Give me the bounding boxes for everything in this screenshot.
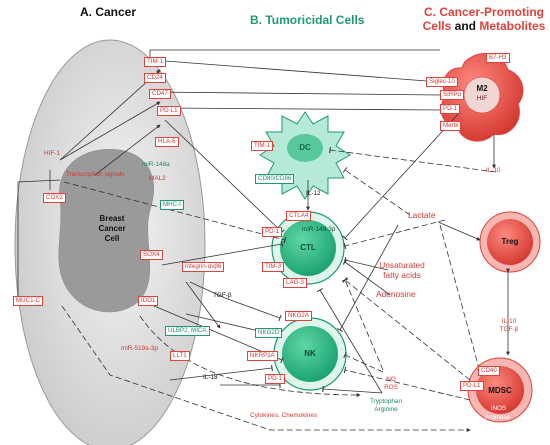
m2-label: M2: [476, 84, 488, 93]
lactate-label: Lactate: [408, 210, 436, 220]
cancer-cell-label-3: Cell: [104, 234, 120, 243]
m2-pd1-marker: PD-1: [440, 104, 461, 114]
cox2-marker: COX2: [43, 193, 66, 203]
cd24-marker: CD24: [144, 73, 166, 83]
ctl-label: CTL: [300, 243, 316, 252]
dc-cd80-marker: CD80/CD86: [255, 174, 295, 184]
m2-il10-label: IL-10: [486, 167, 501, 174]
ulbp2-mica-marker: ULBP2, MICA: [165, 326, 210, 336]
ido1-marker: IDO1: [138, 296, 159, 306]
transcription-signals-label: Transcription signals: [66, 171, 125, 178]
hif1-label: HIF-1: [44, 150, 60, 157]
il12-label: IL-12: [306, 190, 321, 197]
tgfb-label: TGF-β: [213, 292, 232, 299]
mertk-marker: Mertk: [440, 121, 462, 131]
arginase-label: Arginase: [485, 414, 511, 421]
b7h3-marker: B7-H3: [486, 53, 510, 63]
treg-tgfb-label: TGF-β: [499, 326, 519, 333]
no-ros-label: NO ROS: [380, 376, 402, 392]
tryptophan-arginine-label: Tryptophan Arginine: [366, 398, 406, 414]
header-promoting-line1: C. Cancer-Promoting: [423, 5, 544, 19]
lag3-marker: LAG-3: [283, 278, 307, 288]
mhc1-marker: MHC-I: [160, 200, 184, 210]
tim1-marker: TIM-1: [144, 57, 167, 67]
nkg2a-marker: NKG2A: [285, 311, 312, 321]
ctl-nucleus: [280, 220, 336, 276]
inos-label: iNOS: [491, 405, 507, 412]
nkg2d-marker: NKG2D: [255, 328, 283, 338]
mdsc-label: MDSC: [488, 386, 512, 395]
cd40-marker: CD40: [478, 366, 500, 376]
siglec10-marker: Siglec-10: [426, 77, 458, 87]
header-promoting-line2: Cells and Metabolites: [420, 19, 548, 33]
header-cancer: A. Cancer: [80, 5, 137, 19]
mal2-label: MAL2: [149, 175, 166, 182]
header-promoting-and: and: [454, 19, 476, 33]
treg-label: Treg: [501, 237, 519, 246]
cancer-cell-label-2: Cancer: [98, 224, 126, 233]
adenosine-label: Adenosine: [376, 289, 416, 299]
mir519a-label: miR-519a-3p: [121, 345, 158, 352]
mdsc-nucleus: [476, 366, 524, 414]
ros-label: ROS: [384, 384, 398, 391]
sox4-marker: SOX4: [140, 250, 163, 260]
pdl1-marker: PD-L1: [157, 106, 181, 116]
dc-tim1-marker: TIM-1: [251, 141, 274, 151]
mdsc-pdl1-marker: PD-L1: [460, 381, 484, 391]
cytokines-chemokines-label: Cytokines, Chemokines: [250, 412, 318, 419]
nkrp1a-marker: NKRP1A: [247, 351, 278, 361]
arginine-label: Arginine: [374, 406, 398, 413]
tryptophan-label: Tryptophan: [369, 398, 403, 405]
dc-nucleus: [287, 134, 323, 162]
llt1-marker: LLT1: [170, 351, 190, 361]
il18-label: IL-18: [203, 374, 218, 381]
header-cancer-promoting: C. Cancer-Promoting Cells and Metabolite…: [420, 5, 548, 33]
header-tumoricidal: B. Tumoricidal Cells: [250, 13, 365, 27]
no-label: NO: [386, 376, 396, 383]
integrin-marker: Integrin-αvβ6: [182, 262, 225, 272]
muc1c-marker: MUC1-C: [13, 296, 44, 306]
unsaturated-fatty-acids-label: Unsaturated fatty acids: [370, 260, 434, 280]
header-promoting-cells: Cells: [422, 19, 452, 33]
header-promoting-metabolites: Metabolites: [479, 19, 546, 33]
ctla4-marker: CTLA4: [286, 211, 312, 221]
dc-label: DC: [299, 143, 311, 152]
treg-cytokines: IL-10 TGF-β: [496, 318, 522, 334]
nk-pd1-marker: PD-1: [265, 374, 286, 384]
hla6-marker: HLA-6: [155, 137, 179, 147]
cancer-cell-label: Breast Cancer Cell: [82, 214, 142, 244]
ctl-pd1-marker: PD-1: [262, 227, 283, 237]
ctl-mir149-label: miR-149-3p: [302, 226, 336, 233]
cd47-marker: CD47: [149, 89, 171, 99]
cancer-cell-label-1: Breast: [99, 214, 125, 223]
nk-nucleus: [282, 326, 338, 382]
ufa-line1: Unsaturated: [379, 260, 425, 270]
ufa-line2: fatty acids: [383, 270, 421, 280]
ctl-tim3-marker: TIM-3: [262, 262, 285, 272]
connector-lines: [17, 49, 510, 432]
treg-nucleus: [487, 219, 533, 265]
sirpa-marker: SIRPα: [440, 90, 465, 100]
m2-hif-label: HIF: [476, 95, 488, 102]
mir148a-label: miR-148a: [142, 161, 170, 168]
nk-label: NK: [304, 349, 316, 358]
treg-il10-label: IL-10: [501, 318, 517, 325]
